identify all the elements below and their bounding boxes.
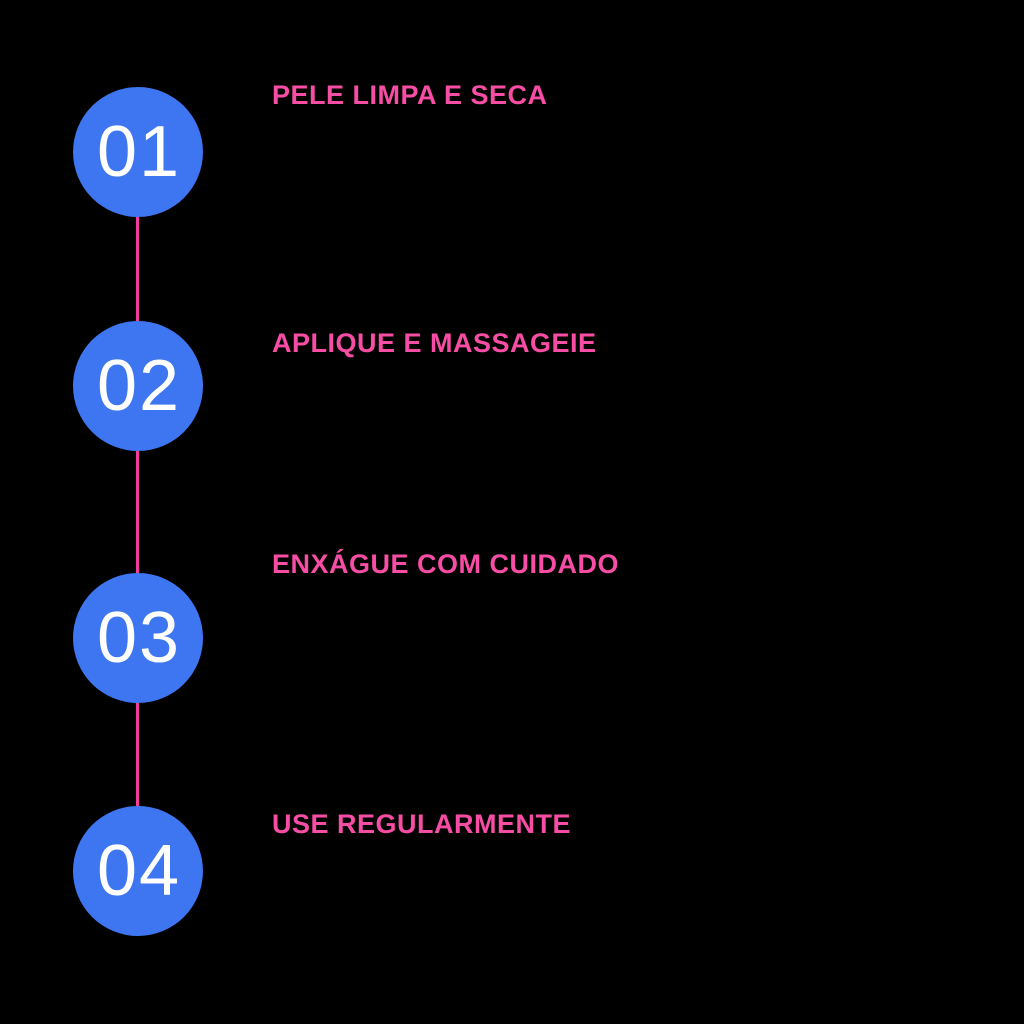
- step-1-number: 01: [96, 112, 182, 192]
- step-1-number-circle: 01: [73, 87, 203, 217]
- timeline-connector-line: [136, 152, 139, 871]
- step-3-number: 03: [96, 598, 182, 678]
- step-4-number-circle: 04: [73, 806, 203, 936]
- step-4-title: USE REGULARMENTE: [272, 809, 572, 839]
- step-2-number-circle: 02: [73, 321, 203, 451]
- step-1-title: PELE LIMPA E SECA: [272, 80, 548, 110]
- step-2-title: APLIQUE E MASSAGEIE: [272, 328, 597, 358]
- step-3-number-circle: 03: [73, 573, 203, 703]
- step-2-number: 02: [96, 346, 182, 426]
- step-3-title: ENXÁGUE COM CUIDADO: [272, 549, 620, 579]
- step-4-number: 04: [96, 831, 182, 911]
